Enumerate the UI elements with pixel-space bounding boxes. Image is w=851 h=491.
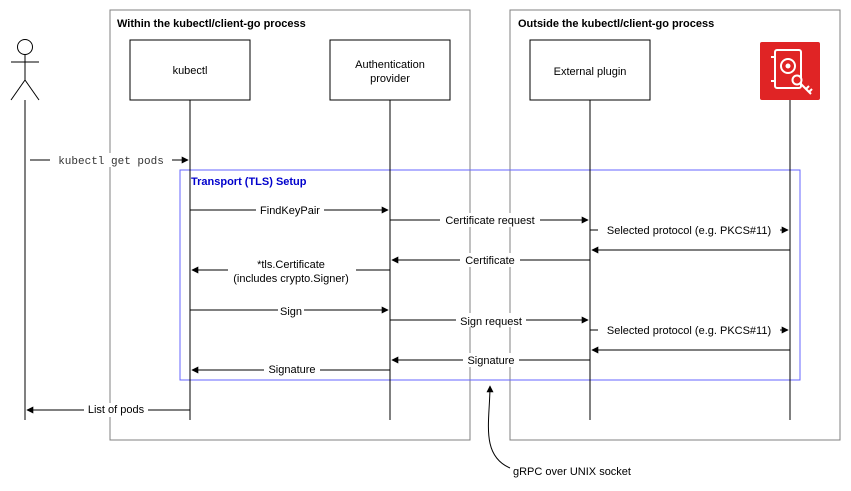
group-outside-title: Outside the kubectl/client-go process <box>518 18 714 30</box>
label-get-pods: kubectl get pods <box>58 156 164 168</box>
label-signature-auth: Signature <box>268 364 315 376</box>
participant-kubectl-label: kubectl <box>173 65 208 77</box>
label-certificate: Certificate <box>465 255 515 267</box>
participant-external-plugin-label: External plugin <box>554 66 627 78</box>
key-vault-icon <box>760 42 820 100</box>
participant-auth-provider: Authentication provider <box>329 39 451 101</box>
label-sign: Sign <box>280 306 302 318</box>
grpc-annotation-label: gRPC over UNIX socket <box>513 466 631 478</box>
label-selected-protocol-2: Selected protocol (e.g. PKCS#11) <box>607 325 771 337</box>
tls-setup-box <box>179 169 801 381</box>
label-selected-protocol-1: Selected protocol (e.g. PKCS#11) <box>607 225 771 237</box>
label-signature-plugin: Signature <box>467 355 514 367</box>
user-actor-icon <box>10 39 40 101</box>
label-tls-certificate-line2: (includes crypto.Signer) <box>233 273 349 285</box>
group-inside-title: Within the kubectl/client-go process <box>117 18 306 30</box>
participant-auth-provider-label-line1: Authentication <box>355 59 425 71</box>
label-tls-certificate-line1: *tls.Certificate <box>257 259 325 271</box>
label-find-key-pair: FindKeyPair <box>260 205 320 217</box>
label-list-of-pods: List of pods <box>88 404 145 416</box>
label-certificate-request: Certificate request <box>445 215 534 227</box>
label-sign-request: Sign request <box>460 316 522 328</box>
participant-external-plugin: External plugin <box>529 39 651 101</box>
grpc-annotation-arrow <box>486 385 511 469</box>
participant-auth-provider-label-line2: provider <box>370 73 410 85</box>
participant-kubectl: kubectl <box>129 39 251 101</box>
tls-setup-title: Transport (TLS) Setup <box>191 176 307 188</box>
